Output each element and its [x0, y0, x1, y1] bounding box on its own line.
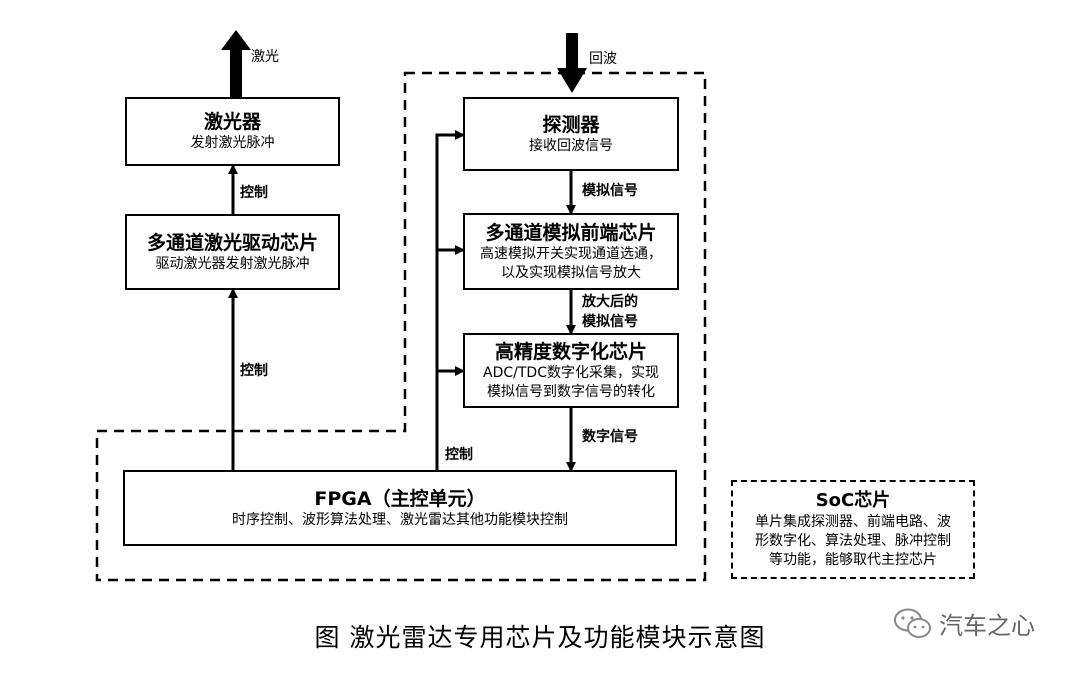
fpga-desc: 时序控制、波形算法处理、激光雷达其他功能模块控制: [232, 511, 568, 528]
laser-driver-title: 多通道激光驱动芯片: [146, 231, 318, 254]
detector-box: 探测器 接收回波信号: [463, 97, 679, 171]
fpga-box: FPGA（主控单元） 时序控制、波形算法处理、激光雷达其他功能模块控制: [123, 470, 677, 546]
analog-frontend-box: 多通道模拟前端芯片 高速模拟开关实现通道选通， 以及实现模拟信号放大: [463, 213, 679, 290]
edge-label-fpga-to-driver: 控制: [240, 363, 268, 379]
analog-frontend-title: 多通道模拟前端芯片: [485, 221, 657, 244]
echo-input-label: 回波: [589, 51, 617, 67]
digitizer-box: 高精度数字化芯片 ADC/TDC数字化采集，实现 模拟信号到数字信号的转化: [463, 333, 679, 408]
laser-driver-box: 多通道激光驱动芯片 驱动激光器发射激光脉冲: [125, 214, 340, 290]
watermark: 汽车之心: [893, 606, 1035, 641]
soc-desc-line-3: 等功能，能够取代主控芯片: [769, 552, 937, 568]
echo-input-arrow: [557, 33, 587, 93]
edge-label-detector-to-afe: 模拟信号: [582, 183, 638, 199]
laser-output-arrow: [221, 30, 251, 97]
soc-box: SoC芯片 单片集成探测器、前端电路、波 形数字化、算法处理、脉冲控制 等功能，…: [731, 480, 975, 579]
detector-title: 探测器: [542, 113, 600, 136]
analog-frontend-desc-line-1: 高速模拟开关实现通道选通，: [480, 245, 662, 262]
soc-desc-line-2: 形数字化、算法处理、脉冲控制: [755, 533, 951, 549]
laser-emitter-box: 激光器 发射激光脉冲: [125, 97, 340, 166]
edge-label-driver-to-laser: 控制: [240, 185, 268, 201]
laser-output-label: 激光: [251, 49, 279, 65]
digitizer-desc-line-2: 模拟信号到数字信号的转化: [487, 383, 655, 400]
control-bus-line: [435, 130, 465, 470]
edge-label-adc-to-fpga: 数字信号: [582, 429, 638, 445]
fpga-title: FPGA（主控单元）: [314, 487, 486, 510]
digitizer-title: 高精度数字化芯片: [494, 340, 647, 363]
laser-emitter-desc: 发射激光脉冲: [190, 135, 275, 151]
watermark-text: 汽车之心: [939, 612, 1035, 640]
edge-label-afe-to-adc-line-1: 放大后的: [582, 294, 638, 310]
soc-title: SoC芯片: [815, 490, 891, 511]
figure-caption: 图 激光雷达专用芯片及功能模块示意图: [314, 623, 766, 652]
analog-frontend-desc-line-2: 以及实现模拟信号放大: [501, 264, 641, 281]
edge-label-fpga-to-detector: 控制: [445, 447, 473, 463]
dashed-group-outline: [95, 71, 707, 582]
edge-label-afe-to-adc-line-2: 模拟信号: [582, 314, 638, 330]
detector-desc: 接收回波信号: [529, 137, 613, 154]
soc-desc-line-1: 单片集成探测器、前端电路、波: [755, 514, 951, 530]
laser-driver-desc: 驱动激光器发射激光脉冲: [155, 255, 310, 272]
digitizer-desc-line-1: ADC/TDC数字化采集，实现: [483, 364, 659, 381]
laser-emitter-title: 激光器: [203, 111, 261, 133]
wechat-icon: [894, 608, 931, 638]
